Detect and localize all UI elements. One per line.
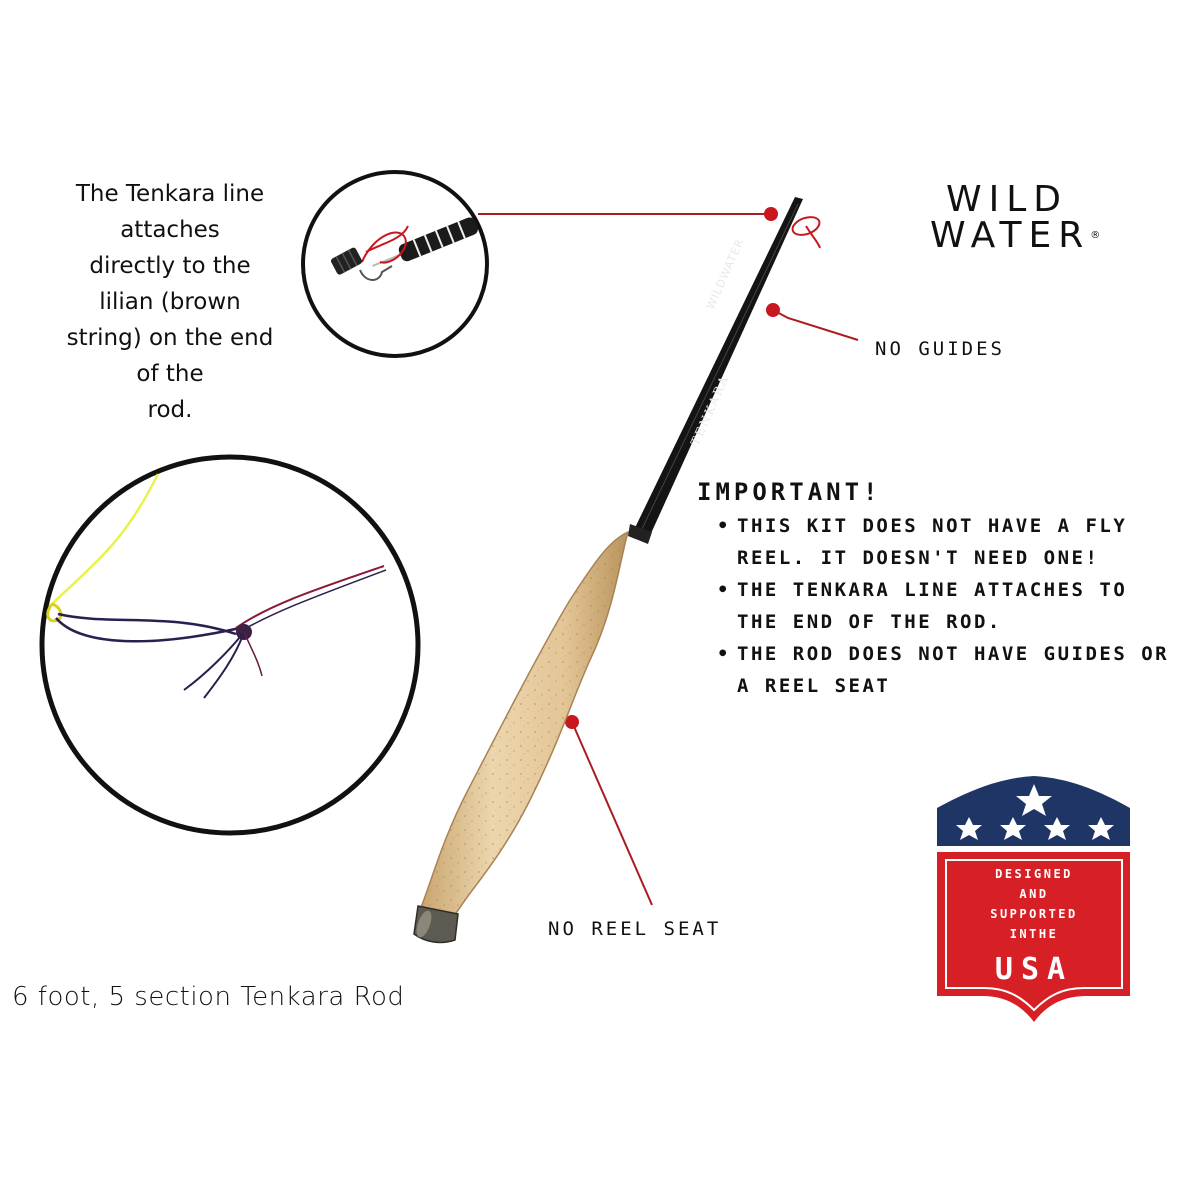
important-list: THIS KIT DOES NOT HAVE A FLY REEL. IT DO… xyxy=(697,510,1177,702)
badge-line-1: DESIGNED xyxy=(995,867,1073,881)
badge-country: USA xyxy=(994,952,1074,987)
important-bullet: THIS KIT DOES NOT HAVE A FLY REEL. IT DO… xyxy=(717,510,1177,574)
intro-line: The Tenkara line xyxy=(75,181,265,207)
brand-line-2: WATER® xyxy=(930,218,1150,254)
no-guides-label: NO GUIDES xyxy=(875,338,1005,360)
star-icon xyxy=(956,784,1114,840)
registered-mark: ® xyxy=(1090,230,1101,241)
intro-line: of the xyxy=(136,361,204,387)
badge-line-4: INTHE xyxy=(1009,927,1059,941)
important-heading: IMPORTANT! xyxy=(697,478,882,506)
badge-line-3: SUPPORTED xyxy=(990,907,1078,921)
badge-line-2: AND xyxy=(1019,887,1049,901)
tenkara-rod-icon xyxy=(413,197,821,944)
callout-line-no-reel-seat xyxy=(565,715,653,906)
brand-line-1: WILD xyxy=(946,179,1068,220)
intro-line: rod. xyxy=(147,397,193,423)
important-block: IMPORTANT! THIS KIT DOES NOT HAVE A FLY … xyxy=(697,478,1177,702)
brand-logo: WILD WATER® xyxy=(930,182,1150,254)
knot-detail-icon xyxy=(39,454,421,836)
badge-designed-text: DESIGNED AND SUPPORTED INTHE xyxy=(940,864,1128,944)
intro-line: attaches xyxy=(120,217,220,243)
intro-line: lilian (brown xyxy=(99,289,241,315)
callout-line-no-guides xyxy=(766,303,859,341)
product-caption: 6 foot, 5 section Tenkara Rod xyxy=(12,982,405,1012)
brand-line-2-text: WATER xyxy=(930,215,1091,256)
intro-line: directly to the xyxy=(89,253,251,279)
lilian-detail-icon xyxy=(301,170,489,358)
important-bullet: THE ROD DOES NOT HAVE GUIDES OR A REEL S… xyxy=(717,638,1177,702)
important-bullet: THE TENKARA LINE ATTACHES TO THE END OF … xyxy=(717,574,1177,638)
usa-badge-icon xyxy=(937,776,1130,1022)
no-reel-seat-label: NO REEL SEAT xyxy=(548,918,722,940)
callout-line-lilian xyxy=(478,207,778,221)
intro-text: The Tenkara line attaches directly to th… xyxy=(55,176,285,428)
intro-line: string) on the end xyxy=(66,325,274,351)
